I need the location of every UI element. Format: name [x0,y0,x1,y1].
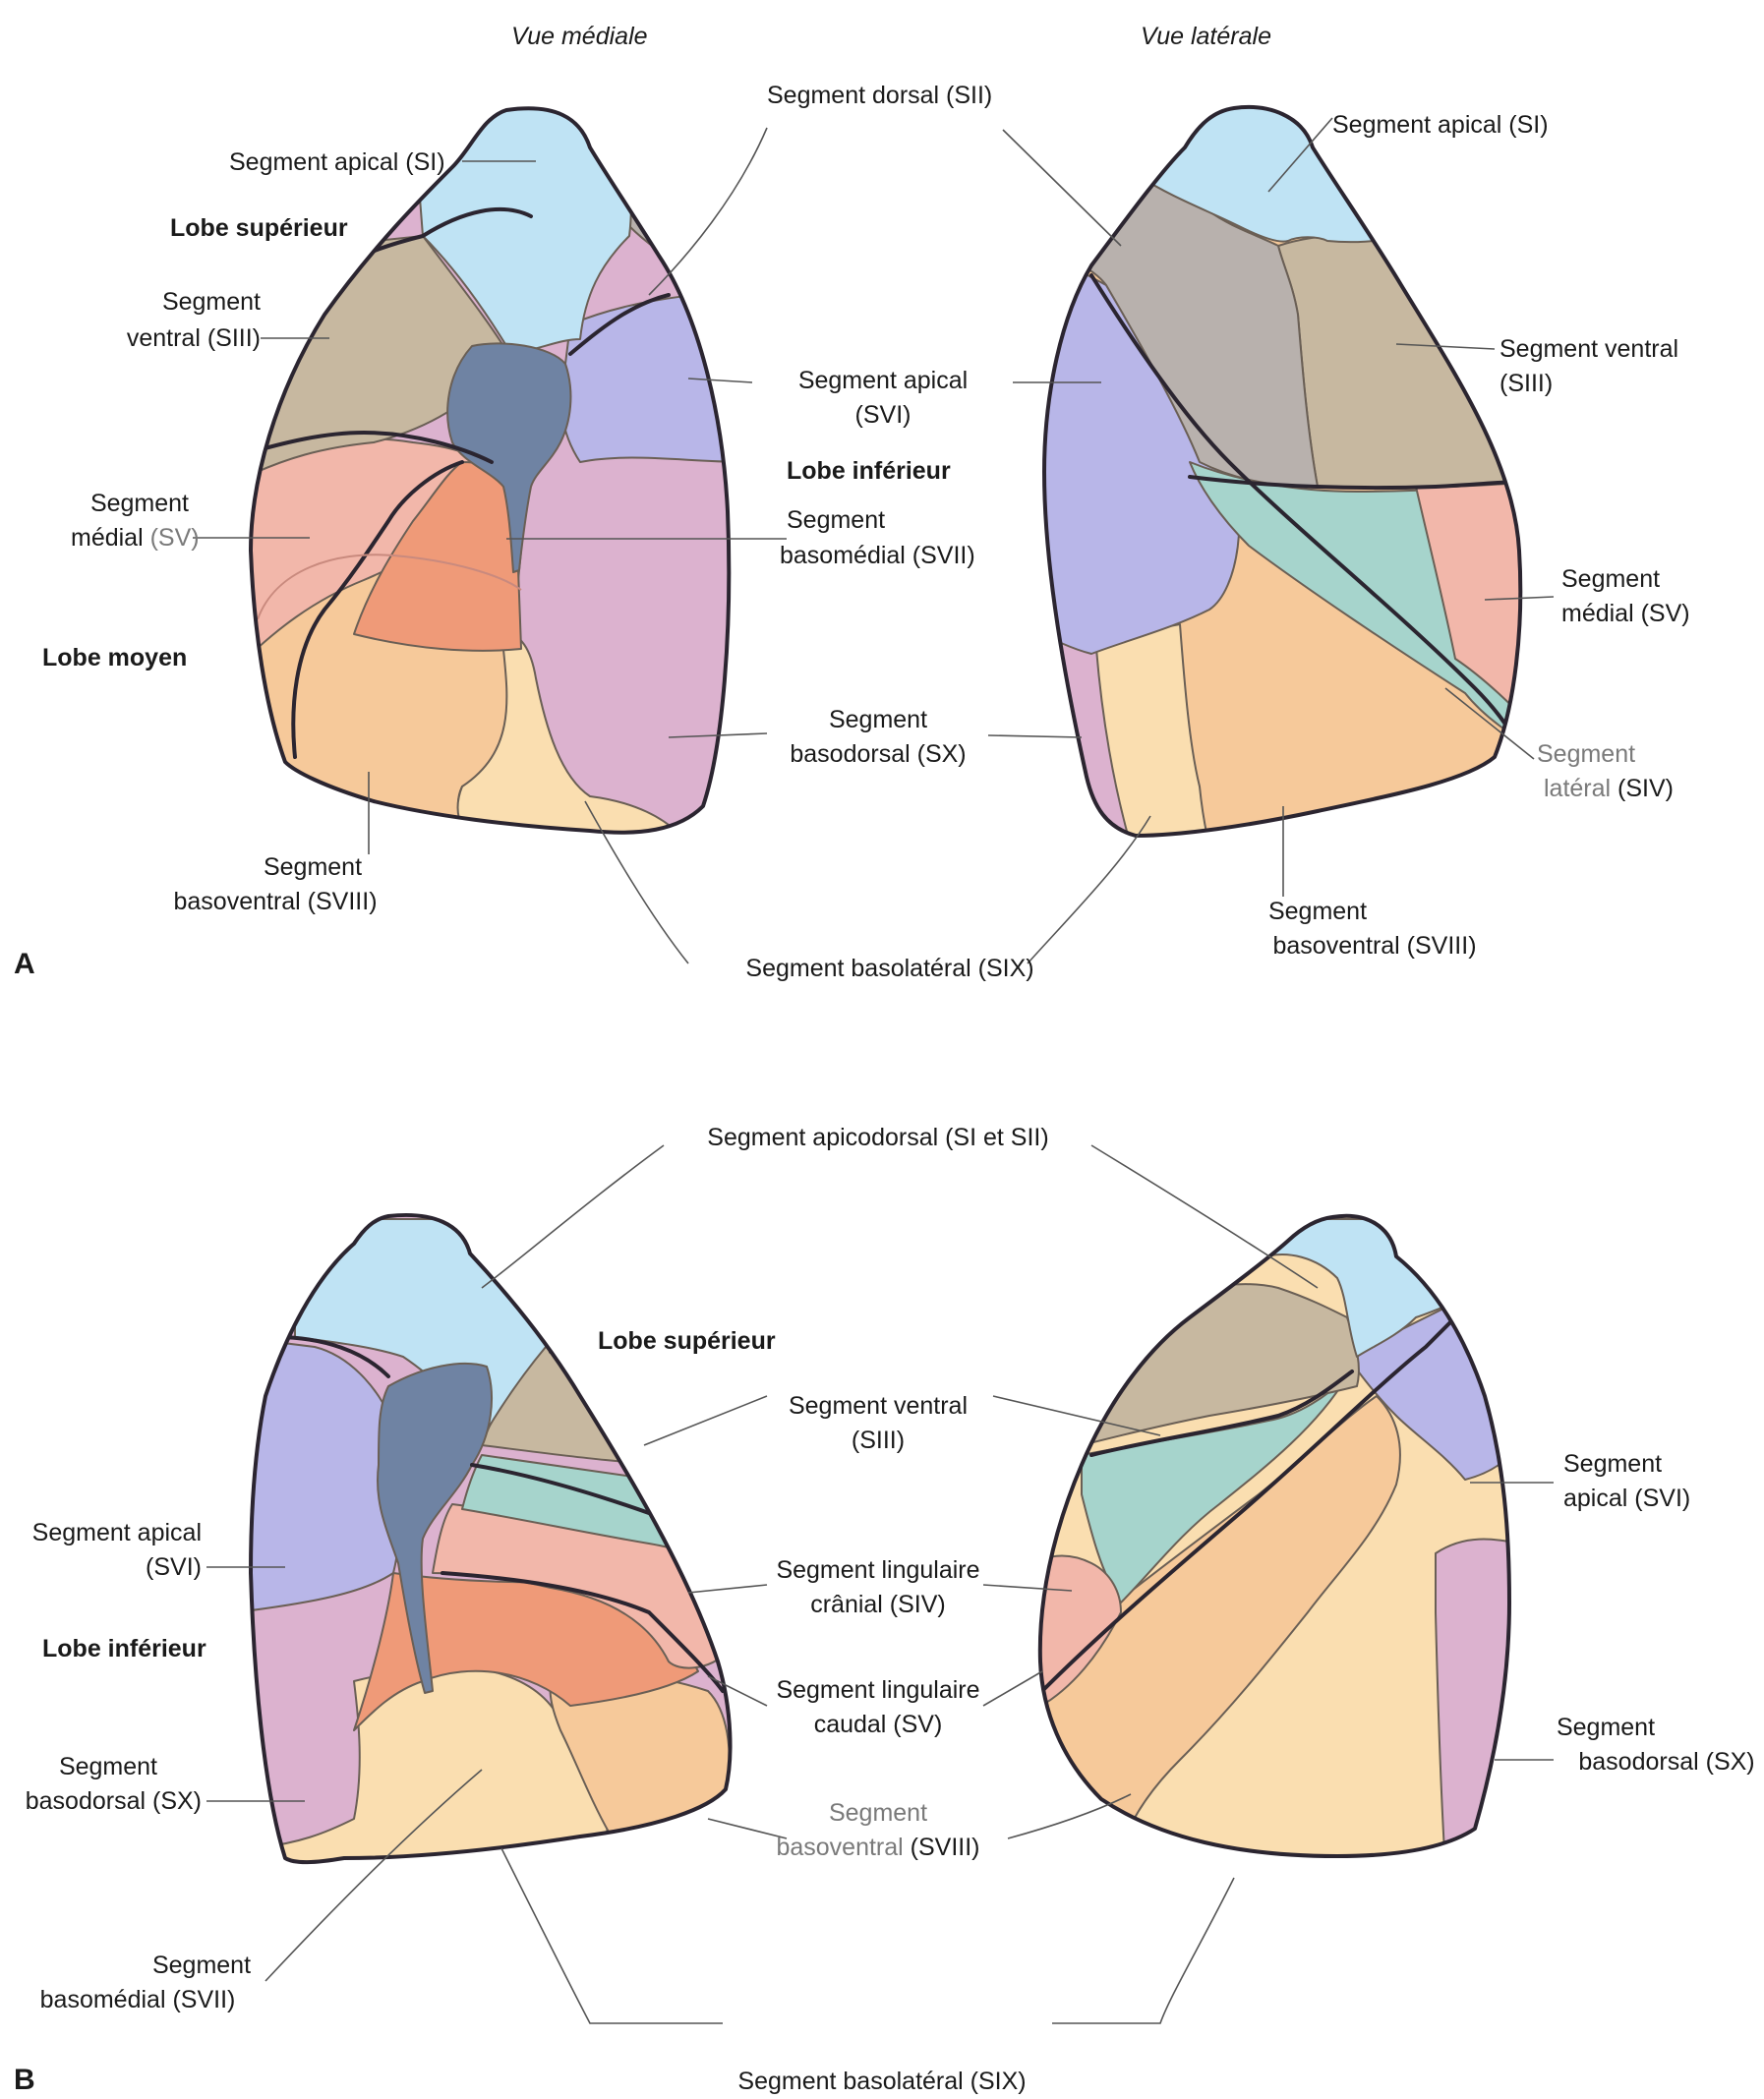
label-ventral-siii-left: Segment [162,288,261,316]
fissure-a-left-1 [251,431,494,464]
region-lingulaire-caudal-sv-br [1039,1554,1122,1712]
fissure-a-right-1 [1089,273,1521,749]
label-basolateral-six-b: Segment basolatéral (SIX) [737,2068,1026,2095]
label-basoventral-sviii-right-2: basoventral (SVIII) [1272,932,1476,960]
middle-lobe-edge [257,554,522,620]
lobe-inferieur-b: Lobe inférieur [42,1635,206,1662]
lung-a-medial [249,106,732,835]
label-basodorsal-sx-a: Segment [829,706,927,733]
label-lateral-siv: Segment [1537,740,1635,768]
label-medial-sv-left-2: médial (SV) [71,524,200,552]
label-lateral-siv-2: latéral (SIV) [1544,775,1674,802]
fissure-b-right-1 [1040,1286,1487,1693]
region-basoventral-sviii-br [1039,1395,1401,1849]
region-basolateral-six [456,628,689,833]
label-basodorsal-sx-b-left-2: basodorsal (SX) [26,1787,202,1815]
lobe-moyen-a: Lobe moyen [42,644,187,671]
label-lingulaire-caudal: Segment lingulaire [776,1676,979,1704]
label-basodorsal-sx-b-left: Segment [59,1753,157,1780]
fissure-a-left-3 [291,460,464,759]
label-apical-svi-b-left-2: (SVI) [146,1553,202,1581]
fissure-a-right-2 [1188,475,1521,491]
label-basodorsal-sx-b-right-2: basodorsal (SX) [1578,1748,1754,1776]
panel-b-labels: Segment apicodorsal (SI et SII) Lobe sup… [14,1124,1755,2096]
label-basoventral-sviii-b-2: basoventral (SVIII) [776,1834,979,1861]
label-ventral-siii-b: Segment ventral [789,1392,968,1420]
lobe-inferieur-a: Lobe inférieur [787,457,951,485]
panel-letter-a: A [14,948,35,980]
panel-letter-b: B [14,2064,35,2096]
label-apical-svi-b-right-2: apical (SVI) [1563,1485,1690,1512]
view-lateral-label: Vue latérale [1141,23,1271,50]
label-ventral-siii-left-2: ventral (SIII) [127,324,261,352]
fissure-b-left-1 [273,1335,390,1378]
label-lingulaire-caudal-2: caudal (SV) [814,1711,943,1738]
label-basomedial-svii-a-2: basomédial (SVII) [780,542,975,569]
label-apical-si-right: Segment apical (SI) [1332,111,1549,139]
label-apical-svi-a: Segment apical [798,367,968,394]
lobe-superieur-b: Lobe supérieur [598,1327,776,1355]
label-basodorsal-sx-b-right: Segment [1557,1714,1655,1741]
fissure-a-left-4 [568,293,671,356]
label-medial-sv-left: Segment [90,490,189,517]
label-basoventral-sviii-b: Segment [829,1799,927,1827]
label-lingulaire-cranial-2: crânial (SIV) [810,1591,946,1618]
label-apical-svi-a-2: (SVI) [855,401,911,429]
lobe-superieur-a: Lobe supérieur [170,214,348,242]
label-ventral-siii-b-2: (SIII) [852,1427,905,1454]
label-basodorsal-sx-a-2: basodorsal (SX) [790,740,966,768]
fissure-b-left-4 [441,1571,725,1693]
label-basomedial-svii-b: Segment [152,1952,251,1979]
label-medial-sv-right-2: médial (SV) [1561,600,1690,627]
lung-b-lateral [1037,1213,1511,1858]
label-ventral-siii-right-2: (SIII) [1499,370,1553,397]
label-basolateral-six-a: Segment basolatéral (SIX) [745,955,1033,982]
label-apical-svi-b-left: Segment apical [32,1519,202,1546]
label-basoventral-sviii-left-2: basoventral (SVIII) [173,888,377,915]
label-apical-si-left: Segment apical (SI) [229,148,445,176]
label-apical-svi-b-right: Segment [1563,1450,1662,1478]
view-medial-label: Vue médiale [511,23,648,50]
hilum-b [377,1362,493,1694]
leader-lines [193,117,1555,2024]
label-medial-sv-right: Segment [1561,565,1660,593]
panel-a-labels: Vue médiale Vue latérale Segment apical … [14,23,1690,982]
label-basomedial-svii-b-2: basomédial (SVII) [40,1986,236,2013]
label-basoventral-sviii-left: Segment [264,853,362,881]
label-apicodorsal: Segment apicodorsal (SI et SII) [707,1124,1048,1151]
label-basomedial-svii-a: Segment [787,506,885,534]
label-lingulaire-cranial: Segment lingulaire [776,1556,979,1584]
lung-a-lateral [1042,105,1523,838]
label-basoventral-sviii-right: Segment [1268,898,1367,925]
label-dorsal-sii: Segment dorsal (SII) [767,82,992,109]
fissure-b-right-2 [1089,1370,1354,1457]
label-ventral-siii-right: Segment ventral [1499,335,1678,363]
lung-b-medial [249,1213,733,1865]
